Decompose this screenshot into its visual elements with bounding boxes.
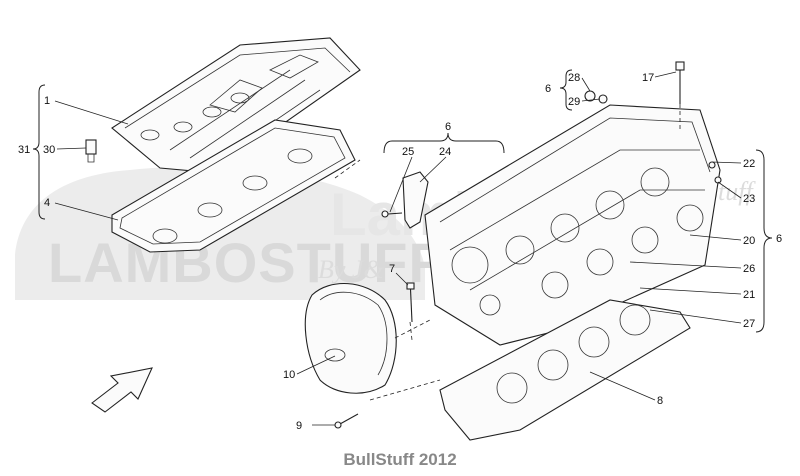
callout-7: 7 — [389, 263, 395, 275]
callout-28: 28 — [568, 72, 580, 84]
watermark-brand-text: LAMBOSTUFF — [48, 231, 444, 294]
timing-cover — [304, 283, 397, 394]
cover-gasket — [111, 119, 356, 253]
bolt-7 — [406, 282, 415, 323]
assembly-lines — [334, 104, 681, 401]
bolt-22-23 — [708, 161, 722, 184]
callout-6-right: 6 — [776, 233, 782, 245]
callout-24: 24 — [439, 146, 451, 158]
callout-10: 10 — [283, 369, 295, 381]
bolt-29 — [598, 94, 608, 104]
cylinder-head — [424, 104, 721, 346]
callout-30: 30 — [43, 144, 55, 156]
bolt-9 — [334, 413, 359, 429]
bracket-24 — [402, 171, 429, 229]
callout-21: 21 — [743, 289, 755, 301]
callout-29: 29 — [568, 96, 580, 108]
bolt-25 — [381, 210, 403, 218]
cam-cover — [111, 37, 361, 173]
callout-1: 1 — [44, 95, 50, 107]
callout-20: 20 — [743, 235, 755, 247]
head-gasket — [439, 299, 691, 441]
callout-25: 25 — [402, 146, 414, 158]
bolt-17 — [675, 61, 685, 104]
callout-labels: 1 31 30 4 6 25 24 6 28 29 17 22 23 20 26… — [18, 72, 782, 432]
direction-arrow — [91, 367, 153, 413]
callout-4: 4 — [44, 197, 50, 209]
leader-lines — [54, 71, 742, 426]
callout-17: 17 — [642, 72, 654, 84]
sensor-part — [85, 139, 97, 163]
footer-caption: BullStuff 2012 — [343, 450, 457, 469]
callout-8: 8 — [657, 395, 663, 407]
callout-6-left: 6 — [545, 83, 551, 95]
callout-26: 26 — [743, 263, 755, 275]
brace-left-6 — [559, 69, 573, 111]
callout-6-top: 6 — [445, 121, 451, 133]
brace-top-6 — [383, 132, 505, 154]
watermark-by-text: By J& — [318, 255, 384, 284]
callout-22: 22 — [743, 158, 755, 170]
callout-27: 27 — [743, 318, 755, 330]
callout-23: 23 — [743, 193, 755, 205]
callout-9: 9 — [296, 420, 302, 432]
callout-31: 31 — [18, 144, 30, 156]
brace-right-6 — [755, 149, 773, 333]
brace-left-31 — [32, 84, 46, 220]
